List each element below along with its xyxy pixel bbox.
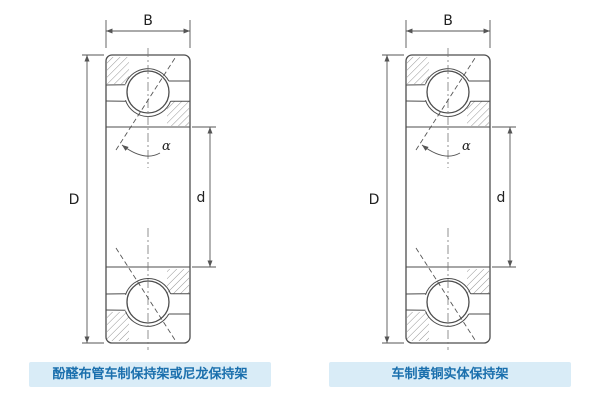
bearing-cross-section-diagram: α B D d: [69, 13, 216, 350]
outer-ring-hatch-top: [107, 57, 129, 84]
inner-ring-hatch-top: [467, 101, 489, 126]
inner-ring-hatch-top: [167, 101, 189, 126]
contact-line-bottom: [115, 247, 176, 341]
outer-diameter-label: D: [369, 192, 380, 208]
bore-diameter-label: d: [197, 190, 206, 206]
top-ball-assembly: [405, 57, 490, 126]
outer-ring-hatch-bottom: [407, 312, 429, 341]
contact-angle-label: α: [162, 139, 171, 154]
outer-diameter-label: D: [69, 192, 80, 208]
contact-line-top: [415, 57, 476, 151]
dimension-width-B: B: [405, 13, 491, 48]
alpha-arc-arrow: [421, 144, 461, 157]
outer-ring-hatch-top: [407, 57, 429, 84]
width-label: B: [143, 13, 153, 29]
dimension-outer-diameter-D: D: [369, 54, 404, 344]
dimension-outer-diameter-D: D: [69, 54, 104, 344]
figure-caption-left: 酚醛布管车制保持架或尼龙保持架: [29, 362, 271, 387]
alpha-arc-arrow: [121, 144, 161, 157]
contact-angle-annotation: α: [415, 48, 476, 350]
width-label: B: [443, 13, 453, 29]
bore-diameter-label: d: [497, 190, 506, 206]
inner-ring-hatch-bottom: [167, 269, 189, 294]
contact-angle-annotation: α: [115, 48, 176, 350]
contact-line-top: [115, 57, 176, 151]
dimension-bore-d: d: [492, 126, 516, 268]
figure-caption-right: 车制黄铜实体保持架: [329, 362, 571, 387]
outer-ring-hatch-bottom: [107, 312, 129, 341]
bearing-figure-right: α B D d 车制黄铜实体保持架: [300, 0, 600, 400]
contact-angle-label: α: [462, 139, 471, 154]
inner-ring-hatch-bottom: [467, 269, 489, 294]
bearing-figure-left: α B D d 酚醛布管车: [29, 13, 271, 387]
contact-line-bottom: [415, 247, 476, 341]
dimension-bore-d: d: [192, 126, 216, 268]
dimension-width-B: B: [105, 13, 191, 48]
bearing-cross-section-diagram: α B D d: [369, 13, 516, 350]
